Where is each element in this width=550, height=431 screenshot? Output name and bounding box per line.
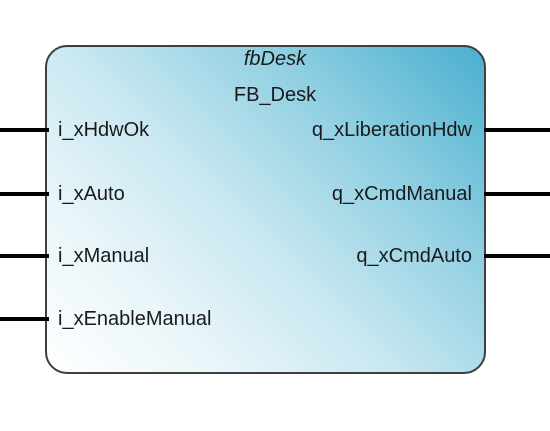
output-pin-label: q_xCmdManual xyxy=(331,183,472,205)
output-pin-label: q_xCmdAuto xyxy=(356,245,472,267)
block-type-name: FB_Desk xyxy=(233,84,317,106)
input-pin-label: i_xHdwOk xyxy=(58,119,150,141)
function-block-body[interactable] xyxy=(45,45,486,374)
input-wire-enable-manual[interactable] xyxy=(0,317,49,321)
output-wire-cmd-auto[interactable] xyxy=(484,254,550,258)
block-instance-name: fbDesk xyxy=(243,48,307,70)
input-wire-auto[interactable] xyxy=(0,192,49,196)
input-pin-label: i_xAuto xyxy=(58,183,125,205)
input-pin-label: i_xEnableManual xyxy=(58,308,212,330)
input-wire-hdwok[interactable] xyxy=(0,128,49,132)
output-pin-label: q_xLiberationHdw xyxy=(311,119,472,141)
input-wire-manual[interactable] xyxy=(0,254,49,258)
input-pin-label: i_xManual xyxy=(58,245,150,267)
output-wire-liberation-hdw[interactable] xyxy=(484,128,550,132)
output-wire-cmd-manual[interactable] xyxy=(484,192,550,196)
